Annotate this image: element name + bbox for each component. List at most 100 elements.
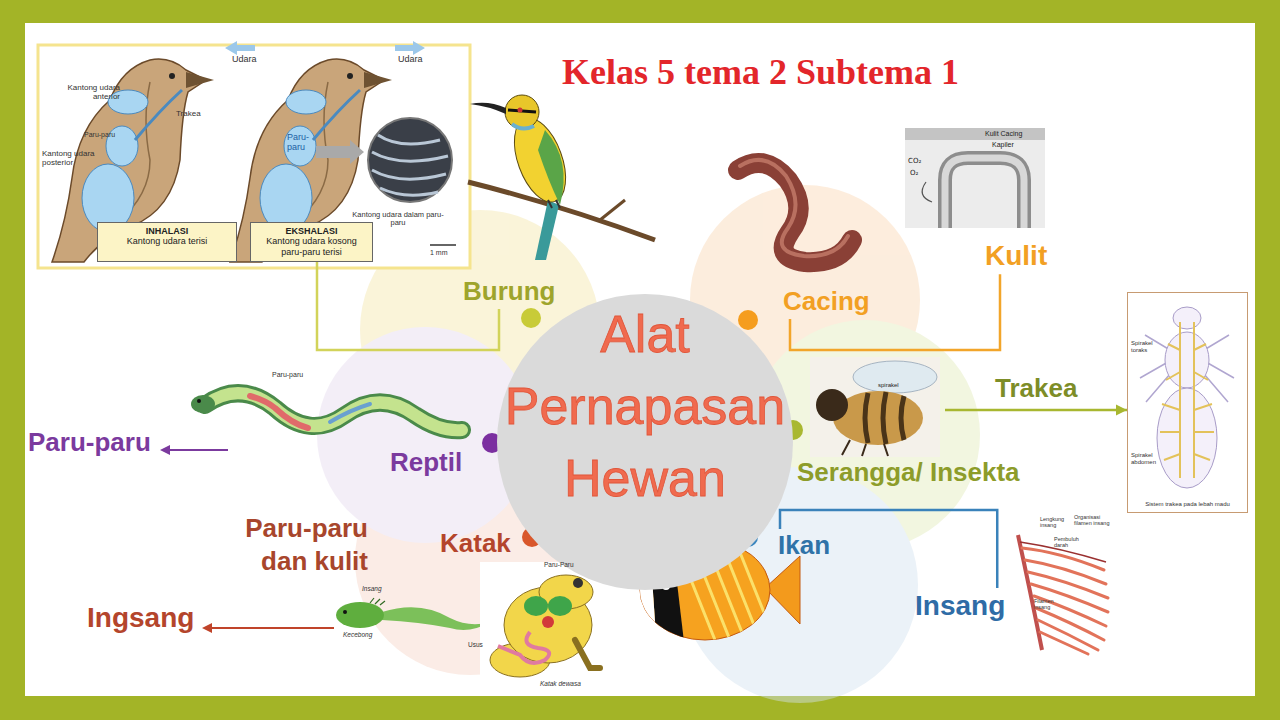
connector <box>945 405 1127 416</box>
bee-eater-bird <box>470 103 506 114</box>
bee <box>810 357 940 457</box>
bee-eater-bird <box>538 130 564 205</box>
node-text: Sistem trakea pada lebah madu <box>1131 501 1244 508</box>
part-label: Kantong udara dalam paru-paru <box>352 211 444 228</box>
bird-respiration-panel <box>372 135 448 195</box>
node-text: Cacing <box>783 287 870 317</box>
category-dot <box>738 310 758 330</box>
node-text: Alat Pernapasan Hewan <box>497 298 793 514</box>
bee <box>853 361 937 393</box>
worm-skin-diagram <box>922 182 932 202</box>
bee <box>865 392 904 444</box>
bird-respiration-panel <box>372 170 446 179</box>
earthworm <box>738 160 852 262</box>
worm-skin-diagram <box>945 158 1024 228</box>
category-label: Katak <box>436 527 515 561</box>
fish-gill <box>1022 548 1104 570</box>
bee-eater-bird <box>535 200 559 260</box>
bee-trachea-drawing <box>1160 322 1214 478</box>
tadpole <box>202 598 490 633</box>
bee-eater-bird <box>518 108 523 113</box>
snake <box>205 393 462 430</box>
category-label: Burung <box>459 275 559 309</box>
worm-skin-diagram <box>905 128 1045 228</box>
organ-label: Ingsang <box>83 600 198 636</box>
part-label: Paru-Paru <box>544 561 574 568</box>
circle-outline <box>497 294 793 590</box>
fish-gill <box>1018 535 1108 654</box>
bee <box>810 357 940 457</box>
frog <box>480 562 612 690</box>
category-label: Cacing <box>779 285 874 319</box>
image-panel: Sistem trakea pada lebah madu <box>1127 292 1248 513</box>
caption-box: EKSHALASIKantong udara kosong paru-paru … <box>250 222 373 262</box>
part-label: Udara <box>398 55 423 65</box>
part-label: Paru-paru <box>287 133 315 153</box>
part-label: spirakel <box>878 382 899 389</box>
organ-label: Paru-paru dan kulit <box>224 510 372 580</box>
bird-respiration-panel <box>38 45 470 268</box>
snake <box>250 396 308 428</box>
part-label: Spirakel toraks <box>1131 340 1161 353</box>
part-label: CO₂ <box>908 158 921 166</box>
connector-line <box>945 409 1127 412</box>
snake <box>330 404 370 422</box>
organ-label: Kulit <box>981 238 1051 274</box>
tadpole <box>343 610 347 614</box>
bee <box>842 440 888 456</box>
frog <box>498 632 549 663</box>
tadpole <box>202 623 212 633</box>
node-text: Ikan <box>778 531 830 561</box>
bird-respiration-panel <box>395 41 425 55</box>
part-label: Paru-paru <box>272 371 303 379</box>
fish-gill <box>1031 584 1108 612</box>
part-label: Insang <box>362 585 382 592</box>
fish-gill <box>1018 535 1042 650</box>
bird-respiration-panel <box>225 41 255 55</box>
frog <box>575 640 600 668</box>
node-text: Burung <box>463 277 555 307</box>
node-text: Reptil <box>390 448 462 478</box>
bee-trachea-drawing <box>1180 322 1194 478</box>
part-label: Organisasi filamen insang <box>1074 514 1116 526</box>
snake <box>160 445 170 455</box>
category-label: Reptil <box>386 446 466 480</box>
snake <box>168 449 228 451</box>
fish-gill <box>1040 632 1088 654</box>
frog <box>524 596 548 616</box>
tadpole <box>370 598 385 605</box>
node-text: Paru-paru <box>28 428 151 458</box>
diagram-title: Kelas 5 tema 2 Subtema 1 <box>562 50 959 94</box>
category-label: Serangga/ Insekta <box>793 410 1024 490</box>
bee-trachea-drawing <box>1128 293 1247 512</box>
frog <box>548 596 572 616</box>
white-ground <box>25 23 1255 696</box>
bird-respiration-panel <box>380 188 438 195</box>
part-label: Usus <box>468 641 483 648</box>
bird-respiration-panel <box>368 118 452 202</box>
tadpole <box>210 627 334 629</box>
node-text: Paru-paru dan kulit <box>228 512 368 578</box>
part-label: Spirakel abdomen <box>1131 452 1165 465</box>
part-label: Kantong udara posterior <box>42 150 98 168</box>
part-label: Trakea <box>176 110 201 119</box>
category-dot <box>521 308 541 328</box>
connector-label: Trakea <box>992 374 1080 404</box>
part-label: Filamen insang <box>1034 598 1064 610</box>
bee-eater-bird <box>504 111 575 209</box>
part-label: Lengkung insang <box>1040 516 1072 528</box>
node-text: Ingsang <box>87 602 194 634</box>
arrowhead <box>1116 405 1127 416</box>
bee-eater-bird <box>548 200 560 208</box>
bird-respiration-panel <box>378 135 440 144</box>
bird-respiration-panel <box>38 41 470 268</box>
caption-box: INHALASIKantong udara terisi <box>97 222 237 262</box>
bee-trachea-drawing <box>1160 404 1214 460</box>
node-text: Insang <box>915 590 1005 622</box>
part-label: Kantong udara anterior <box>62 84 120 102</box>
snake <box>191 395 215 413</box>
worm-skin-diagram <box>905 128 1045 228</box>
snake <box>205 393 462 430</box>
node-text: Katak <box>440 529 511 559</box>
